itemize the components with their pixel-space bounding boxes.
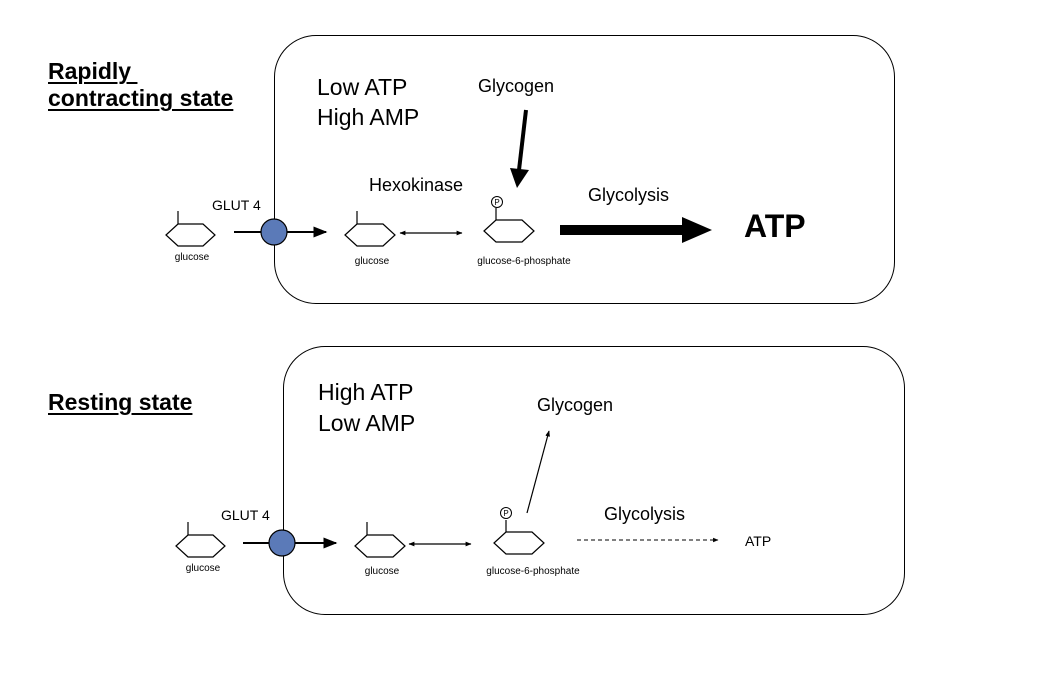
contracting-glycolysis-arrowhead <box>682 217 712 243</box>
resting-phosphate-text: P <box>503 509 508 518</box>
resting-atp-level: High ATP <box>318 379 414 405</box>
contracting-glycogen-label: Glycogen <box>478 76 555 96</box>
contracting-phosphate-text: P <box>494 198 499 207</box>
resting-glucose-inside-label: glucose <box>364 566 400 577</box>
contracting-atp-product: ATP <box>744 208 806 244</box>
contracting-glycolysis-arrow <box>560 225 684 235</box>
resting-glycogen-arrow <box>526 430 550 514</box>
contracting-state-title: Rapidly contracting state <box>48 58 234 111</box>
resting-glut4-transporter-icon <box>268 529 296 557</box>
resting-g6p-label: glucose-6-phosphate <box>486 566 580 577</box>
resting-glucose-outside-label: glucose <box>185 563 221 574</box>
contracting-cell-boundary <box>274 35 895 304</box>
contracting-glycogen-arrowhead <box>510 168 529 188</box>
contracting-hexokinase-label: Hexokinase <box>369 175 464 195</box>
contracting-glucose-outside-label: glucose <box>174 252 210 263</box>
contracting-phosphate-icon <box>491 196 503 208</box>
contracting-glut4-label: GLUT 4 <box>212 197 261 213</box>
resting-glucose-outside-icon <box>175 522 226 558</box>
contracting-g6p-icon: P <box>483 196 535 243</box>
resting-glycogen-label: Glycogen <box>537 395 614 415</box>
resting-glut4-label: GLUT 4 <box>221 507 270 523</box>
contracting-glut4-transporter-icon <box>260 218 288 246</box>
resting-cell-boundary <box>283 346 905 615</box>
contracting-atp-level: Low ATP <box>317 74 408 100</box>
resting-g6p-icon: P <box>493 507 545 555</box>
resting-glycolysis-label: Glycolysis <box>604 504 686 524</box>
contracting-glycolysis-label: Glycolysis <box>588 185 670 205</box>
contracting-glycogen-arrow <box>517 109 528 171</box>
contracting-amp-level: High AMP <box>317 104 420 130</box>
contracting-g6p-label: glucose-6-phosphate <box>477 256 571 267</box>
contracting-glucose-outside-icon <box>165 211 216 247</box>
resting-state-title: Resting state <box>48 389 193 415</box>
resting-amp-level: Low AMP <box>318 410 416 436</box>
contracting-glucose-inside-icon <box>344 211 396 247</box>
resting-phosphate-icon <box>500 507 512 519</box>
resting-atp-product: ATP <box>745 533 772 549</box>
contracting-glucose-inside-label: glucose <box>354 256 390 267</box>
resting-glucose-inside-icon <box>354 522 406 558</box>
